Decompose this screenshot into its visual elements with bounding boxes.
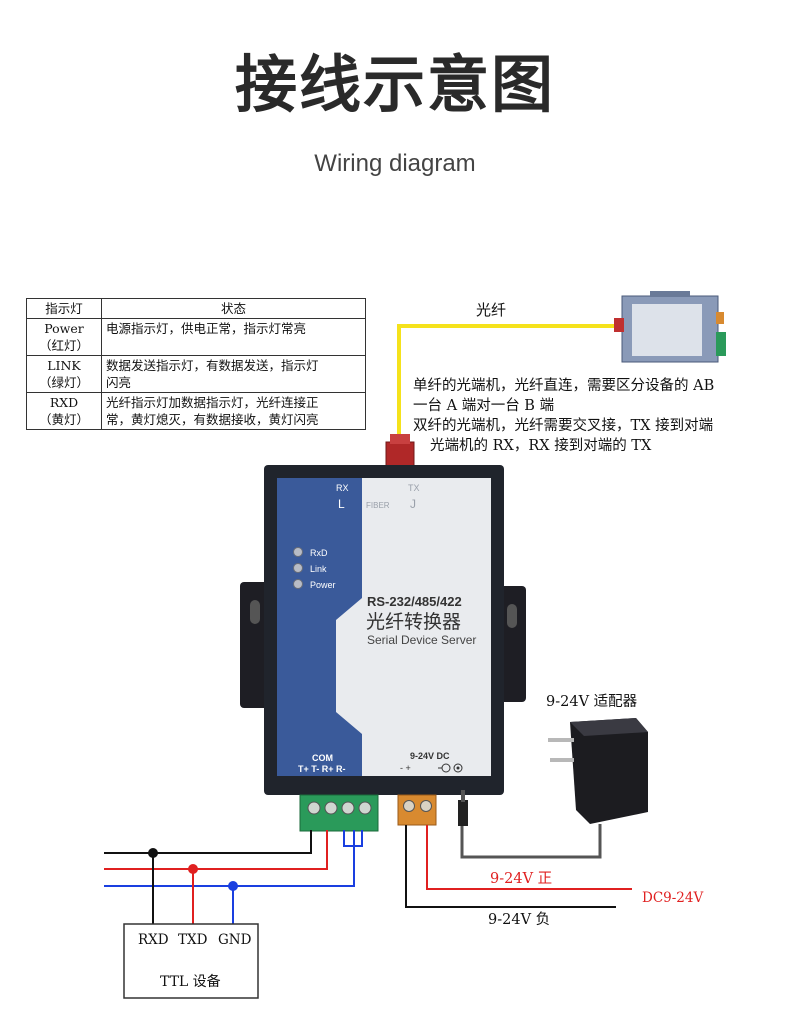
table-header-row: 指示灯 状态 [26,298,366,319]
table-cell: 电源指示灯，供电正常，指示灯常亮 [101,318,366,356]
indicator-color: （黄灯） [38,412,89,427]
led-power-icon [293,579,303,589]
led-label: Power [310,580,336,590]
led-rxd-icon [293,547,303,557]
junction-dot [188,864,198,874]
fiber-cable [397,324,618,445]
dc-pins: - + [400,763,411,773]
fiber-note-2: 一台 A 端对一台 B 端 [413,398,555,414]
adapter-cable [460,824,602,859]
table-row: RXD （黄灯） 光纤指示灯加数据指示灯，光纤连接正 常，黄灯熄灭，有数据接收，… [26,392,366,430]
fiber-mark: FIBER [366,501,390,510]
negative-label: 9-24V 负 [488,911,550,928]
remote-converter [614,291,726,363]
indicator-name: RXD [49,395,79,410]
table-cell: 数据发送指示灯，有数据发送，指示灯 闪亮 [101,355,366,393]
fiber-connector [385,441,415,469]
table-cell: LINK （绿灯） [26,355,102,393]
junction-dot [148,848,158,858]
negative-wire [405,825,616,908]
indicator-status: 光纤指示灯加数据指示灯，光纤连接正 [106,395,319,410]
indicator-status: 常，黄灯熄灭，有数据接收，黄灯闪亮 [106,412,319,427]
ttl-device-box [123,923,259,999]
indicator-color: （红灯） [38,338,89,353]
com-label: COM [312,753,333,763]
dc-label: 9-24V DC [410,751,450,761]
junction-dot [228,881,238,891]
dc-terminal-block [397,794,437,826]
ttl-pin-txd: TXD [178,932,208,948]
blue-wire-bridge [343,830,363,847]
indicator-status: 电源指示灯，供电正常，指示灯常亮 [106,321,307,336]
table-row: Power （红灯） 电源指示灯，供电正常，指示灯常亮 [26,318,366,356]
fiber-connector-cap [390,434,410,444]
port-rx-label: RX [336,483,349,493]
port-tx-label: TX [408,483,420,493]
indicator-color: （绿灯） [38,375,89,390]
red-wire [104,830,328,870]
fiber-note-1: 单纤的光端机，光纤直连，需要区分设备的 AB [413,378,715,394]
positive-label: 9-24V 正 [490,871,552,887]
mount-ear-right [498,586,526,702]
positive-wire [426,825,632,890]
device-name-cn: 光纤转换器 [366,611,461,633]
fiber-note-3: 双纤的光端机，光纤需要交叉接，TX 接到对端 [413,418,714,434]
ttl-label: TTL 设备 [160,973,221,990]
port-tx-sub: J [410,497,416,511]
dc-plug-pin [461,790,465,802]
table-cell: Power （红灯） [26,318,102,356]
com-pins: T+ T- R+ R- [298,764,346,774]
dc-voltage-label: DC9-24V [642,890,703,906]
led-label: RxD [310,548,328,558]
port-rx-sub: L [338,497,345,511]
black-wire [104,830,312,854]
indicator-status: 数据发送指示灯，有数据发送，指示灯 [106,358,319,373]
table-header: 指示灯 [26,298,102,319]
fiber-note-4: 光端机的 RX，RX 接到对端的 TX [430,438,652,454]
mount-hole [250,600,260,624]
table-cell: 光纤指示灯加数据指示灯，光纤连接正 常，黄灯熄灭，有数据接收，黄灯闪亮 [101,392,366,430]
indicator-status: 闪亮 [106,375,132,390]
power-adapter-icon [548,718,648,824]
ttl-pin-rxd: RXD [138,932,169,948]
dc-plug-icon [458,800,468,826]
fiber-label: 光纤 [476,301,507,319]
table-row: LINK （绿灯） 数据发送指示灯，有数据发送，指示灯 闪亮 [26,355,366,393]
com-terminal-block [299,794,379,832]
device-model: RS-232/485/422 [367,594,462,609]
ttl-pin-gnd: GND [218,932,252,948]
dc-polarity-icon [438,763,463,773]
page-title: 接线示意图 [234,48,555,121]
led-link-icon [293,563,303,573]
adapter-label: 9-24V 适配器 [546,693,638,710]
indicator-name: LINK [47,358,81,373]
mount-ear-left [240,582,270,708]
indicator-table: 指示灯 状态 Power （红灯） 电源指示灯，供电正常，指示灯常亮 LINK … [26,298,366,430]
indicator-name: Power [44,321,84,336]
page-subtitle: Wiring diagram [314,150,476,177]
blue-wire [104,830,355,887]
mount-hole [507,604,517,628]
device-name-en: Serial Device Server [367,633,476,647]
led-label: Link [310,564,327,574]
